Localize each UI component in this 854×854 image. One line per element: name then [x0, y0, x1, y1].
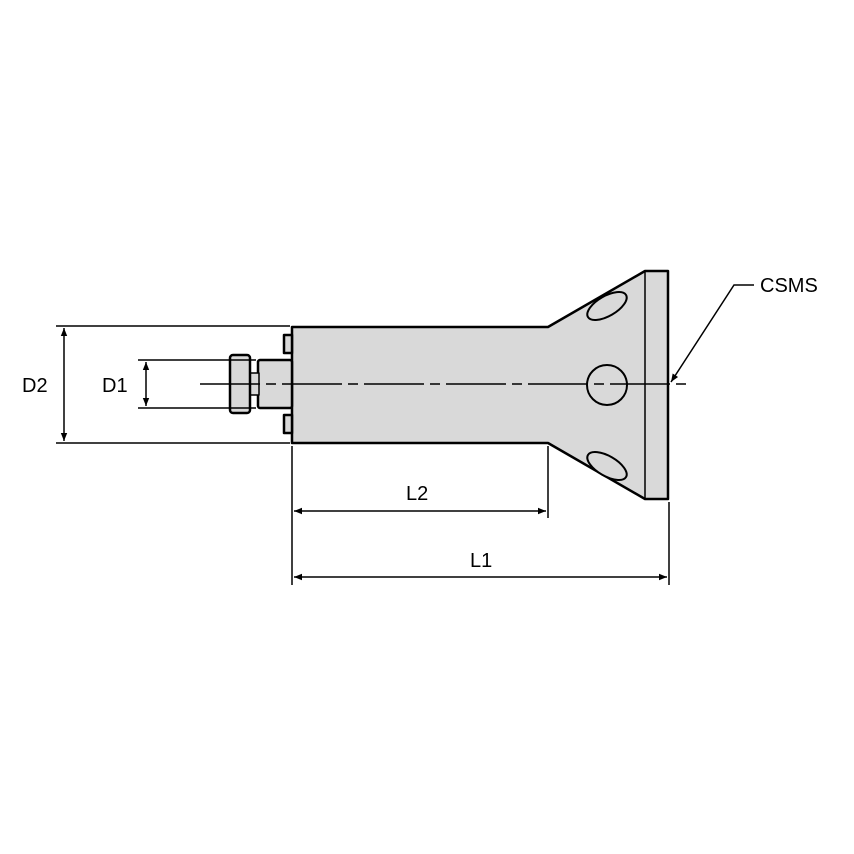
coolant-hole-top	[586, 291, 628, 321]
d1-label: D1	[102, 375, 128, 397]
l1-label: L1	[470, 550, 492, 572]
csms-label: CSMS	[760, 275, 818, 297]
key-tab-bottom	[282, 413, 294, 435]
flange-cone	[290, 269, 670, 501]
dimensions	[56, 284, 754, 585]
csms-leader	[670, 284, 754, 383]
coolant-hole-center	[586, 364, 628, 406]
key-tab-top	[282, 333, 294, 355]
tool-body	[228, 269, 670, 501]
d2-label: D2	[22, 375, 48, 397]
coolant-hole-bottom	[586, 451, 628, 481]
l2-label: L2	[406, 483, 428, 505]
